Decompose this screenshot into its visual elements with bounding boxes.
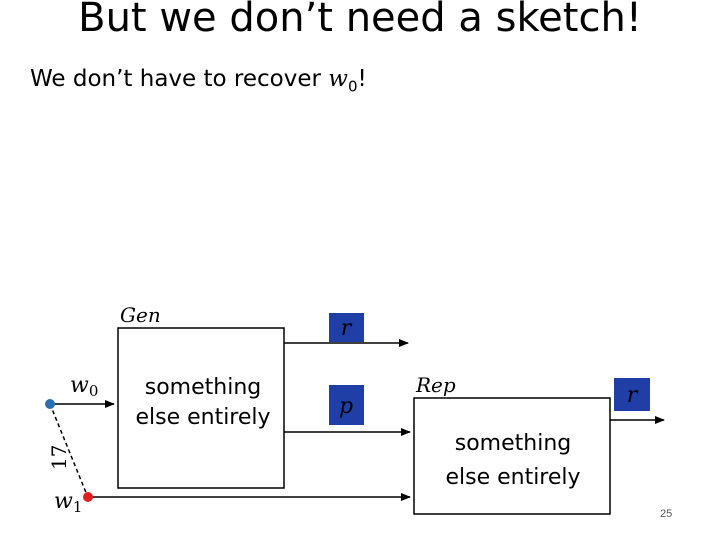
subtitle-w-sub: 0 — [347, 77, 358, 96]
slide-subtitle: We don’t have to recover w0! — [30, 64, 367, 102]
w0-label: w0 — [70, 373, 98, 400]
distance-dashed-line — [49, 403, 88, 496]
rep-body-line1: something — [455, 431, 571, 456]
r-key-label-rep: r — [627, 383, 639, 408]
gen-box — [117, 327, 285, 489]
w0-point — [45, 399, 55, 409]
slide-title: But we don’t need a sketch! — [78, 0, 642, 41]
rep-box — [413, 397, 611, 515]
rep-label: Rep — [415, 373, 456, 397]
gen-body-line2: else entirely — [135, 405, 270, 430]
w1-label: w1 — [54, 489, 82, 516]
subtitle-end: ! — [357, 66, 367, 92]
r-key-box-gen — [329, 313, 364, 342]
p-key-box-gen — [329, 385, 364, 425]
subtitle-text: We don’t have to recover — [30, 66, 329, 92]
w1-point — [83, 492, 93, 502]
w0-var: w — [70, 373, 89, 398]
w1-var: w — [54, 489, 73, 514]
gen-body-line1: something — [145, 375, 261, 400]
w1-sub: 1 — [73, 498, 83, 516]
w0-sub: 0 — [89, 382, 99, 400]
p-key-label-gen: p — [339, 394, 353, 419]
distance-label: 17 — [47, 445, 71, 470]
r-key-label-gen: r — [341, 316, 353, 341]
subtitle-w-var: w — [328, 66, 348, 92]
r-key-box-rep — [614, 378, 650, 411]
slide-number: 25 — [660, 508, 673, 520]
rep-body-line2: else entirely — [445, 465, 580, 490]
gen-label: Gen — [120, 303, 161, 327]
